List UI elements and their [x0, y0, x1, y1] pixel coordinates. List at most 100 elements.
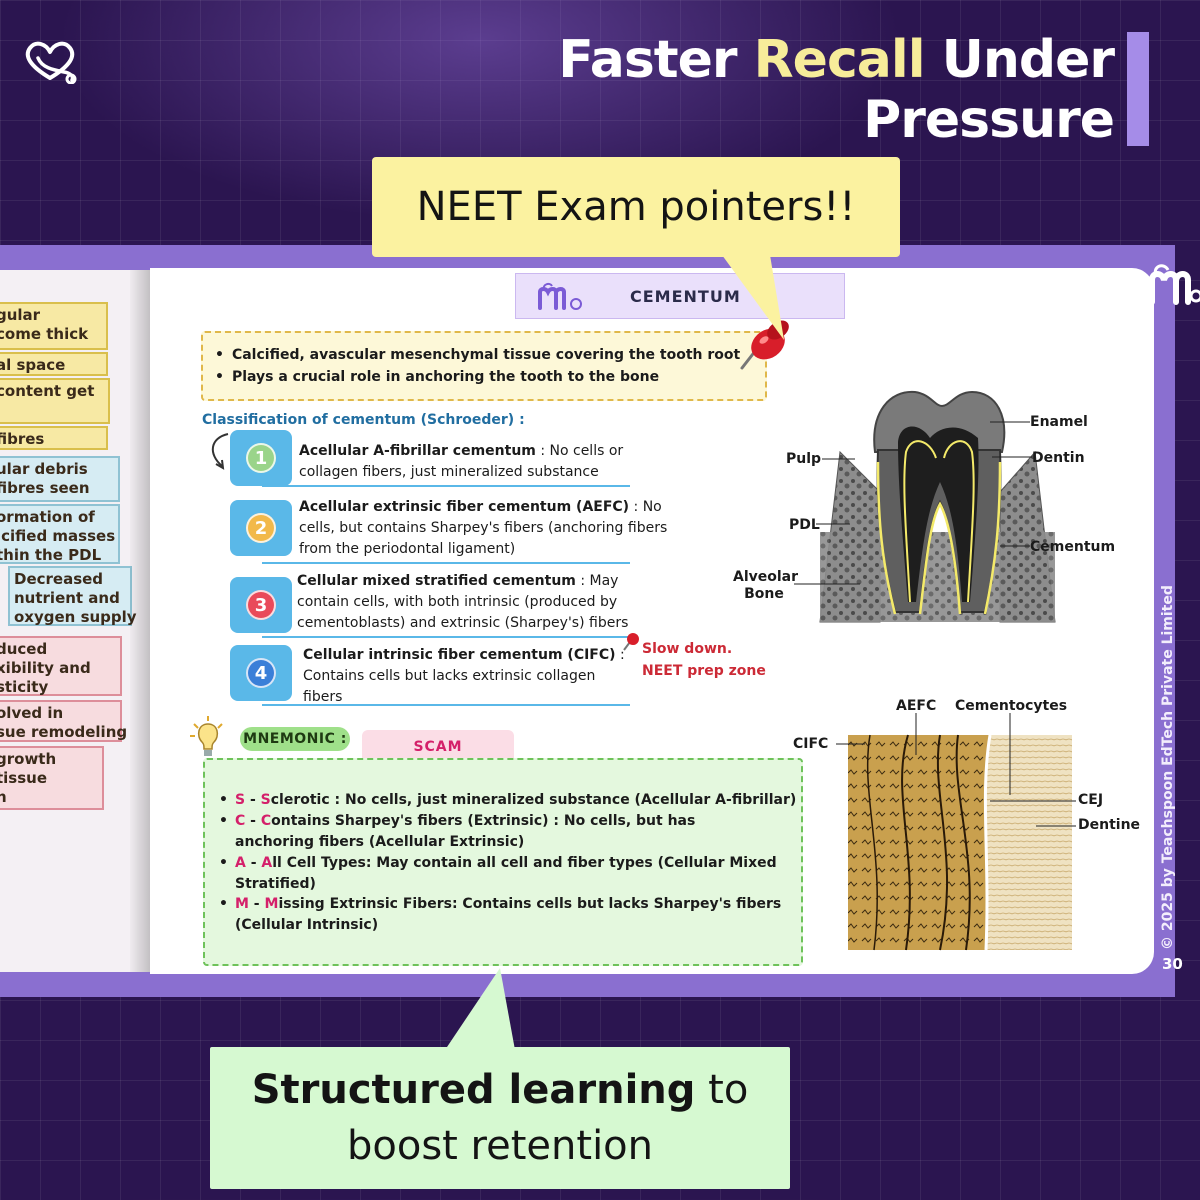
- class-desc: : Contains cells but lacks extrinsic col…: [303, 647, 625, 705]
- callout-bold: Structured learning: [251, 1067, 696, 1113]
- label-dentin: Dentin: [1032, 450, 1085, 466]
- mnemonic-first: S: [260, 792, 271, 808]
- page-title: CEMENTUM: [630, 286, 741, 306]
- left-note: growth tissue n: [0, 746, 104, 810]
- copyright-text: © 2025 by Teachspoon EdTech Private Limi…: [1160, 585, 1176, 950]
- class-number: 2: [246, 513, 276, 543]
- slow-down-line1: Slow down.: [642, 641, 733, 657]
- mnemonic-text: ll Cell Types: May contain all cell and …: [235, 855, 777, 892]
- tooth-cross-section-diagram: [794, 390, 1056, 623]
- mnemonic-first: C: [260, 813, 272, 829]
- brand-m-logo-icon: [538, 282, 582, 310]
- mnemonic-letter: M: [235, 896, 249, 912]
- callout-rest: to: [695, 1067, 749, 1113]
- class-number-badge: 2: [230, 500, 292, 556]
- class-name: Acellular A-fibrillar cementum: [299, 443, 536, 459]
- mnemonic-first: M: [264, 896, 279, 912]
- label-bone: Bone: [744, 586, 784, 602]
- left-note: Decreased nutrient and oxygen supply: [8, 566, 137, 626]
- small-pin-icon: [623, 633, 639, 651]
- divider: [262, 562, 630, 564]
- left-note: al space: [0, 352, 108, 376]
- brand-m-logo-corner-icon: [1149, 264, 1200, 305]
- label-aefc: AEFC: [896, 698, 937, 714]
- class-desc: : May contain cells, with both intrinsic…: [297, 573, 629, 631]
- mnemonic-text: clerotic : No cells, just mineralized su…: [270, 792, 797, 808]
- label-cej: CEJ: [1078, 792, 1104, 808]
- left-note: duced xibility and sticity: [0, 636, 122, 696]
- mnemonic-item: • M - Missing Extrinsic Fibers: Contains…: [219, 896, 782, 933]
- light-bulb-icon: [190, 716, 223, 756]
- left-note: content get: [0, 378, 110, 424]
- divider: [262, 485, 630, 487]
- headline-accent-bar: [1127, 32, 1149, 146]
- curved-arrow-icon: [212, 433, 229, 470]
- left-note: gular come thick: [0, 302, 108, 350]
- class-item: Cellular mixed stratified cementum : May…: [297, 571, 671, 634]
- class-desc: : No cells or collagen fibers, just mine…: [299, 443, 624, 480]
- divider: [262, 704, 630, 706]
- headline: Faster Recall Under Pressure: [558, 30, 1115, 150]
- left-note: ular debris fibres seen: [0, 456, 120, 502]
- class-number: 1: [246, 443, 276, 473]
- mnemonic-letter: C: [235, 813, 246, 829]
- class-name: Cellular intrinsic fiber cementum (CIFC): [303, 647, 616, 663]
- headline-part: Under: [924, 30, 1115, 90]
- label-cementocytes: Cementocytes: [955, 698, 1068, 714]
- mnemonic-sep: -: [248, 896, 265, 912]
- book-spine: [130, 270, 152, 972]
- mnemonic-box: • S - Sclerotic : No cells, just mineral…: [203, 758, 803, 966]
- neet-pointers-callout: NEET Exam pointers!!: [372, 157, 900, 257]
- label-dentine: Dentine: [1078, 817, 1141, 833]
- definition-point: Plays a crucial role in anchoring the to…: [215, 366, 753, 388]
- mnemonic-text: ontains Sharpey's fibers (Extrinsic) : N…: [235, 813, 696, 850]
- callout-text: NEET Exam pointers!!: [416, 184, 856, 230]
- mnemonic-item: • A - All Cell Types: May contain all ce…: [219, 855, 777, 892]
- left-note: fibres: [0, 426, 108, 450]
- left-page: gular come thick al space content get fi…: [0, 270, 150, 972]
- headline-highlight: Recall: [753, 30, 926, 90]
- label-alveolar-bone: Alveolar Bone: [733, 569, 799, 603]
- mnemonic-first: A: [261, 855, 273, 871]
- brand-heart-stethoscope-logo: [25, 41, 77, 84]
- label-enamel: Enamel: [1030, 414, 1088, 430]
- cementum-histology-diagram: [836, 713, 1076, 951]
- mnemonic-sep: -: [245, 813, 261, 829]
- page-number: 30: [1162, 955, 1183, 973]
- callout-line2: boost retention: [346, 1123, 653, 1169]
- divider: [262, 636, 630, 638]
- mnemonic-item: • C - Contains Sharpey's fibers (Extrins…: [219, 813, 696, 850]
- class-number-badge: 3: [230, 577, 292, 633]
- copyright-strip: © 2025 by Teachspoon EdTech Private Limi…: [1156, 570, 1180, 950]
- headline-part: Faster: [558, 30, 754, 90]
- class-name: Cellular mixed stratified cementum: [297, 573, 576, 589]
- left-note: olved in sue remodeling: [0, 700, 127, 742]
- class-number-badge: 4: [230, 645, 292, 701]
- mnemonic-letter: A: [235, 855, 246, 871]
- cementum-definition-box: Calcified, avascular mesenchymal tissue …: [201, 331, 767, 401]
- definition-point: Calcified, avascular mesenchymal tissue …: [215, 344, 753, 366]
- mnemonic-sep: -: [245, 792, 261, 808]
- headline-line2: Pressure: [863, 90, 1115, 150]
- mnemonic-label: MNEMONIC :: [240, 727, 350, 751]
- class-number: 4: [246, 658, 276, 688]
- mnemonic-letter: S: [235, 792, 246, 808]
- label-cementum: Cementum: [1030, 539, 1116, 555]
- class-item: Cellular intrinsic fiber cementum (CIFC)…: [303, 645, 633, 708]
- mnemonic-text: issing Extrinsic Fibers: Contains cells …: [235, 896, 782, 933]
- class-item: Acellular extrinsic fiber cementum (AEFC…: [299, 497, 671, 560]
- label-pdl: PDL: [789, 517, 820, 533]
- class-desc: : No cells, but contains Sharpey's fiber…: [299, 499, 668, 557]
- label-alveolar: Alveolar: [733, 569, 799, 585]
- class-number-badge: 1: [230, 430, 292, 486]
- page-title-banner: CEMENTUM: [515, 273, 845, 319]
- structured-learning-callout: Structured learning to boost retention: [210, 1047, 790, 1189]
- classification-title: Classification of cementum (Schroeder) :: [202, 412, 525, 428]
- push-pin-icon: [740, 320, 789, 370]
- class-number: 3: [246, 590, 276, 620]
- mnemonic-sep: -: [245, 855, 262, 871]
- slow-down-line2: NEET prep zone: [642, 663, 766, 679]
- class-item: Acellular A-fibrillar cementum : No cell…: [299, 441, 649, 483]
- class-name: Acellular extrinsic fiber cementum (AEFC…: [299, 499, 630, 515]
